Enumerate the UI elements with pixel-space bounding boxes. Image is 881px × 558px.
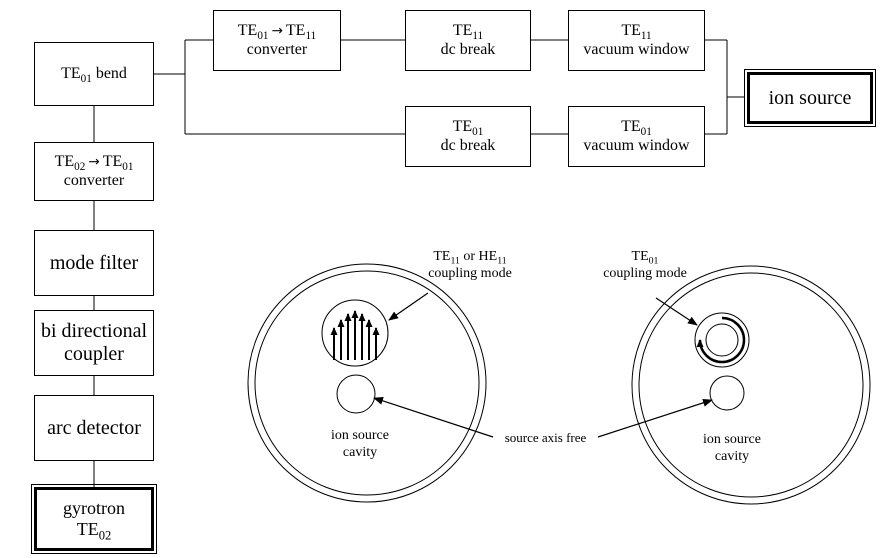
te02-te01-label: TE02→TE01 [54, 153, 134, 174]
gyrotron-label: gyrotron [63, 498, 125, 519]
source-axis-free-label: source axis free [504, 430, 587, 445]
vacuum-window-label: vacuum window [583, 40, 690, 58]
gyrotron-mode-label: TE02 [76, 519, 112, 543]
coupler-label-line1: bi directional [40, 320, 148, 342]
te11-vacuum-window-box: TE11 vacuum window [568, 10, 705, 71]
right-waveguide-inner [638, 272, 864, 498]
converter-label: converter [63, 171, 125, 189]
arc-detector-label: arc detector [47, 416, 141, 439]
ion-source-label: ion source [768, 86, 852, 109]
ion-source-box: ion source [744, 69, 876, 127]
pointer-axis-left [373, 397, 494, 438]
pointer-axis-right [597, 398, 713, 438]
field-lines-icon [330, 310, 380, 360]
te11-dc-mode-label: TE11 [452, 22, 484, 43]
te01-dc-break-box: TE01 dc break [405, 106, 531, 167]
left-source-axis-circle [336, 374, 376, 414]
right-cavity-label: ion source cavity [703, 432, 761, 464]
te11-vw-mode-label: TE11 [621, 22, 652, 43]
arc-detector-box: arc detector [34, 395, 154, 461]
te01-te11-converter-box: TE01→TE11 converter [213, 10, 341, 71]
te02-te01-converter-box: TE02→TE01 converter [34, 142, 154, 201]
pointer-right-mode [655, 297, 698, 326]
dc-break-label: dc break [440, 136, 496, 154]
left-coupling-circle [321, 299, 389, 367]
right-coupling-inner-ring [705, 323, 739, 357]
circular-field-icon [696, 316, 746, 364]
converter-label: converter [246, 40, 308, 58]
te01-bend-label: TE01 bend [61, 64, 127, 85]
te01-vacuum-window-box: TE01 vacuum window [568, 106, 705, 167]
te01-te11-label: TE01→TE11 [237, 22, 317, 43]
mode-filter-label: mode filter [49, 251, 139, 274]
bi-directional-coupler-box: bi directional coupler [34, 310, 154, 376]
left-waveguide-inner [254, 270, 480, 496]
left-cavity-label: ion source cavity [331, 428, 389, 460]
mode-filter-box: mode filter [34, 230, 154, 296]
coupler-label-line2: coupler [64, 343, 124, 365]
te01-dc-mode-label: TE01 [452, 118, 484, 139]
left-coupling-mode-label: TE11 or HE11 coupling mode [428, 249, 512, 281]
left-waveguide-outer [247, 263, 487, 503]
right-coupling-mode-label: TE01 coupling mode [603, 249, 687, 281]
dc-break-label: dc break [440, 40, 496, 58]
right-source-axis-circle [709, 375, 745, 411]
right-arrow-icon: → [271, 23, 283, 40]
right-arrow-icon: → [88, 154, 100, 171]
right-coupling-outer-ring [694, 312, 750, 368]
gyrotron-box: gyrotron TE02 [31, 484, 157, 554]
te11-dc-break-box: TE11 dc break [405, 10, 531, 71]
right-waveguide-outer [631, 265, 871, 505]
vacuum-window-label: vacuum window [583, 136, 690, 154]
pointer-left-mode [388, 292, 429, 321]
te01-bend-box: TE01 bend [34, 42, 154, 106]
te01-vw-mode-label: TE01 [621, 118, 652, 139]
